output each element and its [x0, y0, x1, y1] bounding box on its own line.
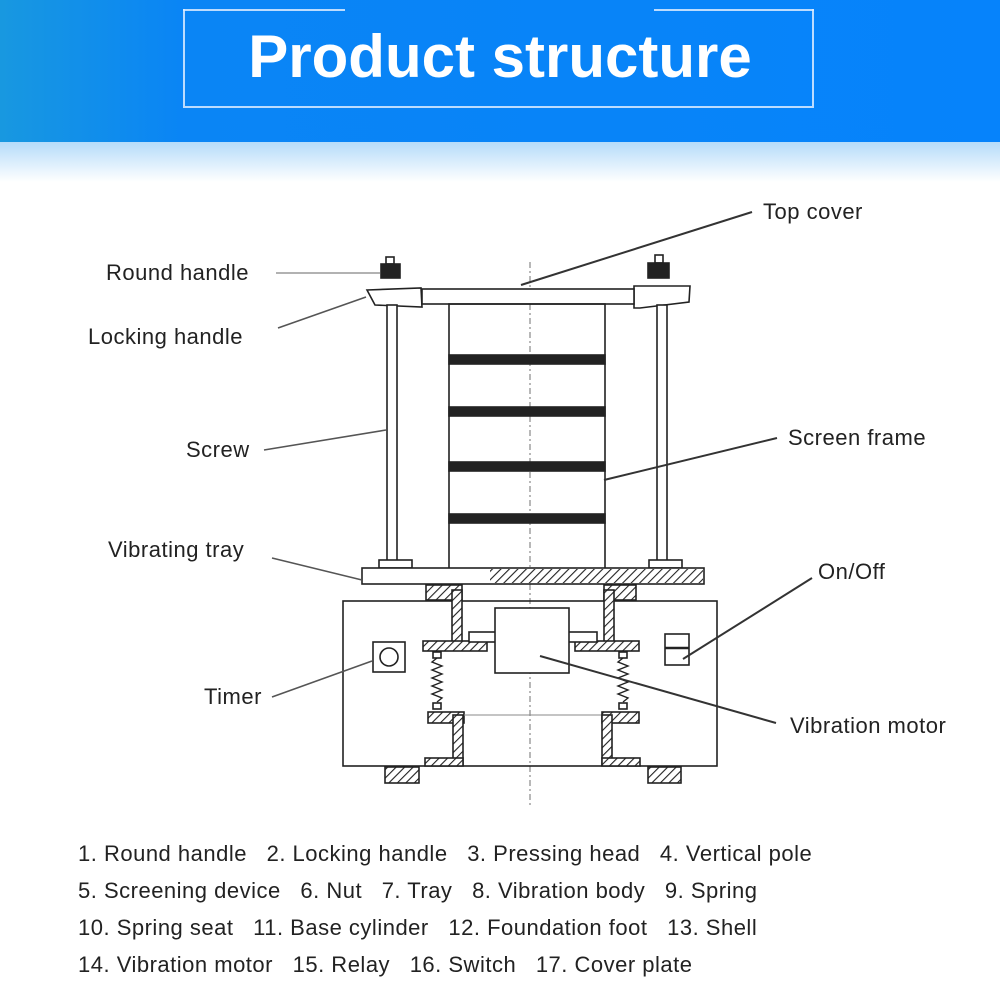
legend-item: 12. Foundation foot — [448, 915, 648, 940]
callout-round-handle: Round handle — [106, 260, 250, 285]
foundation-foot-right — [647, 766, 682, 784]
leader-vibrating-tray — [271, 557, 363, 581]
foundation-foot-left — [384, 766, 420, 784]
screen-band-1 — [448, 354, 606, 365]
vibration-motor — [494, 607, 570, 674]
leader-locking-handle — [277, 296, 367, 329]
legend-item: 5. Screening device — [78, 878, 281, 903]
leader-screw — [263, 429, 387, 451]
timer-knob — [379, 647, 399, 667]
callout-on-off: On/Off — [818, 559, 886, 584]
legend-row: 5. Screening device 6. Nut 7. Tray 8. Vi… — [78, 872, 825, 909]
legend-item: 9. Spring — [664, 878, 758, 903]
legend-row: 14. Vibration motor 15. Relay 16. Switch… — [78, 946, 825, 983]
legend-item: 1. Round handle — [78, 841, 247, 866]
parts-legend: 1. Round handle 2. Locking handle 3. Pre… — [78, 835, 825, 983]
legend-item: 10. Spring seat — [78, 915, 234, 940]
legend-item: 17. Cover plate — [535, 952, 693, 977]
screw-left — [386, 304, 398, 564]
locking-handle-left — [365, 287, 423, 308]
callout-top-cover: Top cover — [763, 199, 863, 224]
legend-item: 14. Vibration motor — [78, 952, 273, 977]
round-handle-left — [380, 256, 401, 279]
legend-item: 3. Pressing head — [467, 841, 641, 866]
title-frame — [183, 9, 814, 108]
leader-screen-frame — [603, 437, 778, 481]
screen-frame — [448, 303, 606, 570]
screen-band-3 — [448, 461, 606, 472]
banner-glow — [0, 142, 1000, 182]
callout-screen-frame: Screen frame — [788, 425, 927, 450]
header-banner — [0, 0, 1000, 142]
legend-item: 15. Relay — [292, 952, 391, 977]
screen-band-2 — [448, 406, 606, 417]
spring-left — [430, 657, 444, 703]
legend-item: 6. Nut — [300, 878, 363, 903]
legend-item: 8. Vibration body — [472, 878, 646, 903]
callout-locking-handle: Locking handle — [88, 324, 244, 349]
leader-vibration-motor — [539, 655, 777, 724]
legend-row: 1. Round handle 2. Locking handle 3. Pre… — [78, 835, 825, 872]
round-handle-right — [647, 254, 670, 279]
legend-row: 10. Spring seat 11. Base cylinder 12. Fo… — [78, 909, 825, 946]
screen-band-4 — [448, 513, 606, 524]
leader-on-off — [682, 577, 813, 660]
legend-item: 7. Tray — [381, 878, 453, 903]
legend-item: 16. Switch — [409, 952, 517, 977]
screw-right — [656, 304, 668, 564]
shell — [342, 600, 718, 767]
leader-top-cover — [520, 211, 753, 286]
legend-item: 2. Locking handle — [266, 841, 448, 866]
callout-screw: Screw — [186, 437, 250, 462]
page-title: Product structure — [248, 23, 752, 90]
legend-item: 11. Base cylinder — [253, 915, 429, 940]
callout-vibrating-tray: Vibrating tray — [108, 537, 245, 562]
callout-timer: Timer — [204, 684, 262, 709]
on-off-switch — [664, 633, 690, 666]
legend-item: 13. Shell — [667, 915, 758, 940]
top-cover — [421, 288, 635, 305]
legend-item: 4. Vertical pole — [659, 841, 813, 866]
callout-vibration-motor: Vibration motor — [790, 713, 947, 738]
leader-timer — [271, 660, 373, 698]
